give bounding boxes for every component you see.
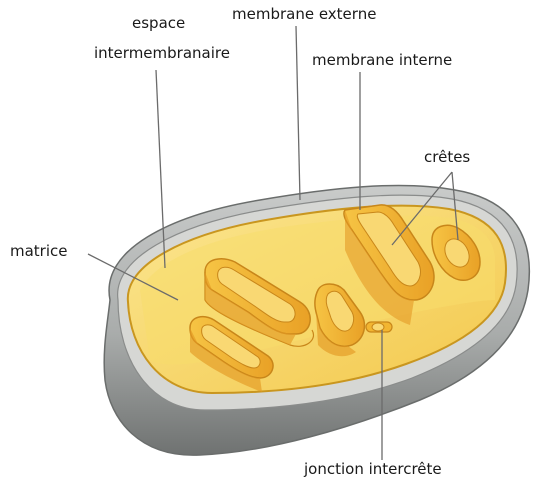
label-matrice: matrice xyxy=(10,242,68,260)
leader-membrane-externe xyxy=(296,26,300,200)
label-espace-line2: intermembranaire xyxy=(94,44,230,62)
label-membrane-interne: membrane interne xyxy=(312,51,452,69)
label-membrane-externe: membrane externe xyxy=(232,5,376,23)
label-jonction: jonction intercrête xyxy=(304,460,442,478)
label-cretes: crêtes xyxy=(424,148,470,166)
label-espace-line1: espace xyxy=(132,14,185,32)
